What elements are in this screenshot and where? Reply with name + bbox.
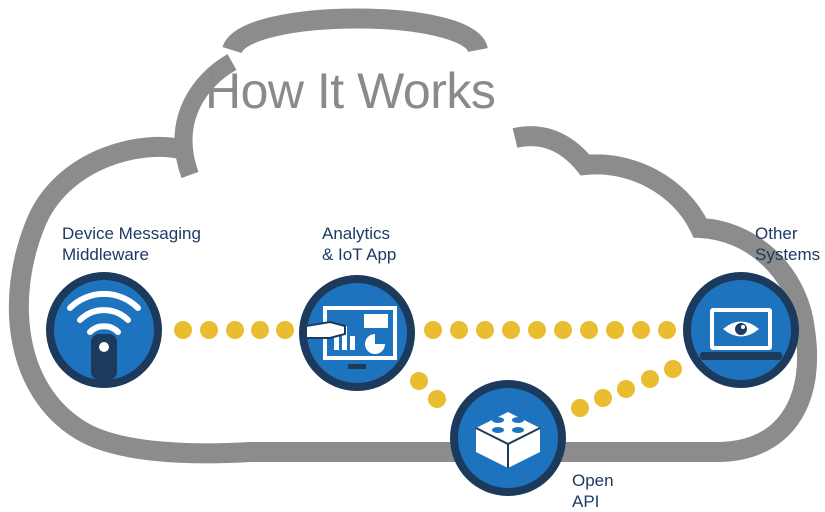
connector-dot (410, 372, 428, 390)
label-other-systems: Other Systems (755, 223, 820, 265)
connector-dot (251, 321, 269, 339)
label-line: Systems (755, 245, 821, 264)
connector-dot (632, 321, 650, 339)
label-device-messaging: Device Messaging Middleware (62, 223, 201, 265)
connector-dot (502, 321, 520, 339)
connector-dot (580, 321, 598, 339)
connector-dot (226, 321, 244, 339)
connector-dot (617, 380, 635, 398)
connector-dots (174, 321, 682, 417)
connector-dot (450, 321, 468, 339)
label-line: Device Messaging (62, 224, 201, 243)
label-line: Middleware (62, 245, 149, 264)
page-title: How It Works (205, 63, 496, 119)
label-line: Open (572, 471, 614, 490)
connector-dot (424, 321, 442, 339)
connector-dot (476, 321, 494, 339)
laptop-eye-icon (700, 308, 782, 360)
connector-dot (428, 390, 446, 408)
connector-dot (528, 321, 546, 339)
wifi-sensor-icon (67, 290, 141, 380)
connector-dot (658, 321, 676, 339)
node-api (450, 380, 566, 496)
node-analytics (299, 275, 415, 391)
connector-dot (606, 321, 624, 339)
connector-dot (276, 321, 294, 339)
connector-dot (594, 389, 612, 407)
connector-dot (641, 370, 659, 388)
connector-dot (664, 360, 682, 378)
label-open-api: Open API (572, 470, 614, 512)
label-line: Analytics (322, 224, 391, 243)
node-other (683, 272, 799, 388)
label-line: Other (755, 224, 798, 243)
label-line: API (572, 492, 600, 511)
connector-dot (571, 399, 589, 417)
building-block-icon (475, 412, 541, 468)
connector-dot (200, 321, 218, 339)
label-analytics: Analytics & IoT App (322, 223, 396, 265)
cloud-top-left-arc (174, 54, 237, 179)
connector-dot (554, 321, 572, 339)
label-line: & IoT App (322, 245, 397, 264)
cloud-outline (8, 8, 818, 464)
connector-dot (174, 321, 192, 339)
dashboard-monitor-icon (305, 306, 397, 369)
node-device (46, 272, 162, 388)
